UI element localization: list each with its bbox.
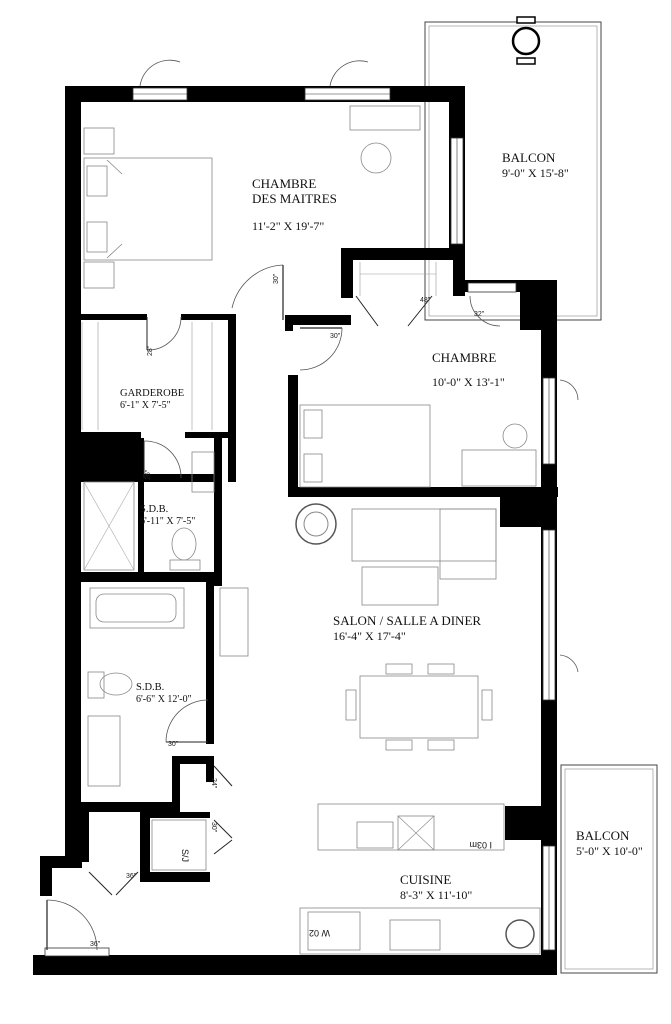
master-desk-icon xyxy=(349,105,421,131)
kitchen-dims: 8'-3" X 11'-10" xyxy=(400,888,472,902)
windows xyxy=(44,87,556,957)
balcony-bottom-dims: 5'-0" X 10'-0" xyxy=(576,844,643,858)
toilet-icon xyxy=(171,527,197,561)
storage-label: S/J xyxy=(180,849,190,862)
kitchen-plant-icon xyxy=(505,919,535,949)
balcony-bottom-name: BALCON xyxy=(576,828,630,843)
door-label-bath1: 26" xyxy=(145,469,152,480)
door-label-master: 30" xyxy=(273,273,280,284)
wardrobe-dims: 6'-1" X 7'-5" xyxy=(120,400,171,411)
door-labels: 30" 48" 30" 28" 26" 30" 24" 30" 36" 36" … xyxy=(90,273,485,948)
plant-icon xyxy=(295,503,337,545)
balcony-top-name: BALCON xyxy=(502,150,556,165)
bedroom-dims: 10'-0" X 13'-1" xyxy=(432,375,505,389)
room-labels: CHAMBRE DES MAITRES 11'-2" X 19'-7" BALC… xyxy=(120,150,643,902)
shower-icon xyxy=(83,481,135,571)
doors xyxy=(46,59,579,951)
door-label-closet-small: 24" xyxy=(210,778,217,789)
door-label-hall: 30" xyxy=(330,333,341,340)
sofa-icon xyxy=(351,508,497,562)
bathtub-icon xyxy=(89,587,185,629)
balcony-top-dims: 9'-0" X 15'-8" xyxy=(502,166,569,180)
washer-dryer-label: W 02 xyxy=(309,928,330,938)
door-label-storage: 30" xyxy=(210,822,217,833)
door-label-closet: 48" xyxy=(420,297,431,304)
kitchen-name: CUISINE xyxy=(400,872,451,887)
bath1-dims: 6'-11" X 7'-5" xyxy=(140,516,195,527)
bedroom-bed-icon xyxy=(299,404,431,488)
fridge-label: I 03m xyxy=(469,840,492,850)
dining-table-icon xyxy=(359,675,479,739)
appliance-labels: S/J W 02 I 03m xyxy=(180,840,492,938)
interior-walls xyxy=(81,314,236,882)
door-label-entry-closet: 36" xyxy=(126,873,137,880)
master-name-1: CHAMBRE xyxy=(252,176,316,191)
balcony-bottom xyxy=(560,764,658,974)
balcony-chair-icon xyxy=(511,26,541,56)
master-name-2: DES MAITRES xyxy=(252,191,337,206)
bedroom-name: CHAMBRE xyxy=(432,350,496,365)
bath2-dims: 6'-6" X 12'-0" xyxy=(136,694,192,705)
bath1-name: S.D.B. xyxy=(140,504,168,515)
bath2-name: S.D.B. xyxy=(136,682,164,693)
living-dims: 16'-4" X 17'-4" xyxy=(333,629,406,643)
door-label-bedroom: 32" xyxy=(474,311,485,318)
living-name: SALON / SALLE A DINER xyxy=(333,613,481,628)
furniture xyxy=(81,105,541,955)
exterior-walls xyxy=(33,86,558,975)
door-label-bath2: 30" xyxy=(168,741,179,748)
master-bed-icon xyxy=(83,157,213,261)
door-label-wardrobe: 28" xyxy=(147,345,154,356)
master-dims: 11'-2" X 19'-7" xyxy=(252,219,324,233)
wardrobe-name: GARDEROBE xyxy=(120,388,184,399)
door-label-entry: 36" xyxy=(90,941,101,948)
